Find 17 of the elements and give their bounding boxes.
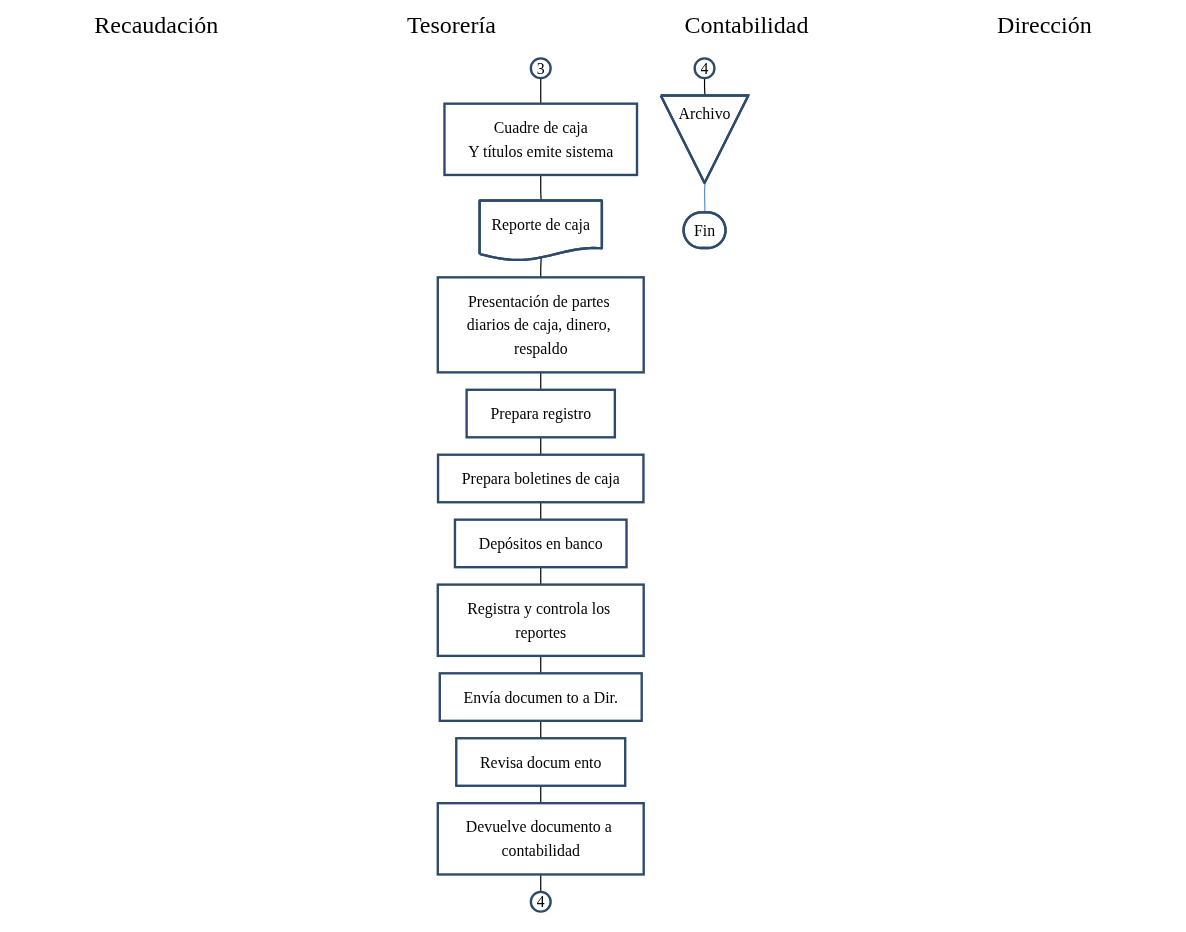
node-box: Prepara boletines de caja	[436, 453, 645, 504]
node-box: Presentación de partes diarios de caja, dinero, respaldo	[436, 276, 645, 374]
node-box: Devuelve documento a contabilidad	[436, 802, 645, 876]
node-circle: 4	[693, 57, 716, 80]
node-box: Revisa docum ento	[455, 737, 627, 787]
node-box: Envía documen to a Dir.	[438, 672, 643, 722]
node-box: Prepara registro	[465, 388, 616, 439]
node-circle: 4	[529, 890, 552, 913]
lane-heading: Tesorería	[406, 11, 496, 39]
lane-heading: Contabilidad	[684, 11, 809, 39]
lane-heading: Recaudación	[94, 11, 219, 39]
connector	[540, 257, 542, 278]
node-box: Registra y controla los reportes	[436, 583, 645, 658]
node-box: Cuadre de caja Y títulos emite sistema	[443, 102, 639, 177]
lane-heading: Dirección	[997, 11, 1092, 39]
node-box: Depósitos en banco	[453, 518, 628, 569]
node-circle: 3	[529, 57, 552, 80]
